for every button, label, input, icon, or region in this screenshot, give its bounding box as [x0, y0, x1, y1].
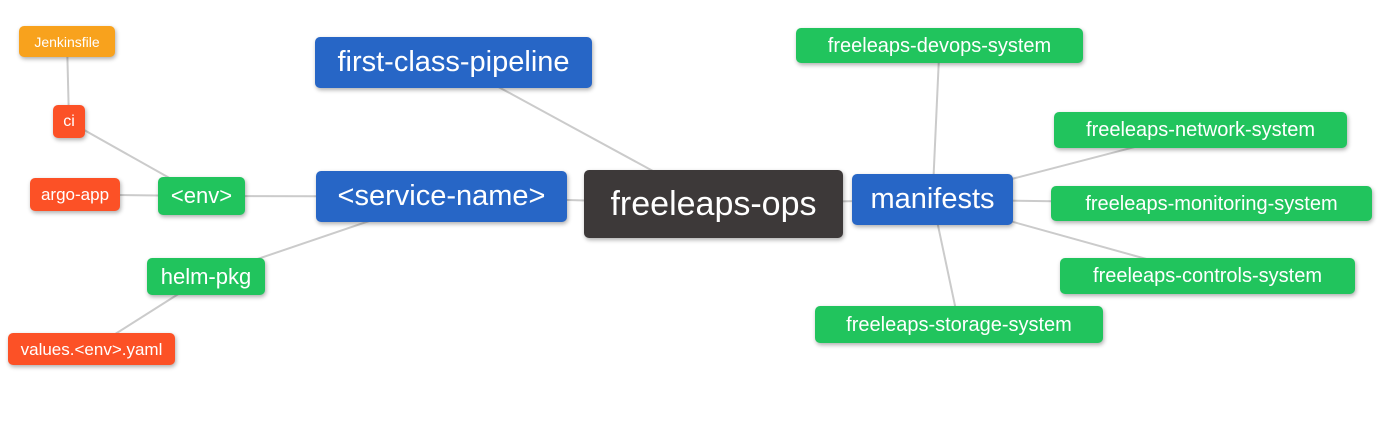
node-freeleaps-network-system[interactable]: freeleaps-network-system: [1054, 112, 1347, 148]
node-freeleaps-ops[interactable]: freeleaps-ops: [584, 170, 843, 238]
node-freeleaps-monitoring-system[interactable]: freeleaps-monitoring-system: [1051, 186, 1372, 221]
node-freeleaps-controls-system[interactable]: freeleaps-controls-system: [1060, 258, 1355, 294]
node-service-name[interactable]: <service-name>: [316, 171, 567, 222]
node-helm-pkg[interactable]: helm-pkg: [147, 258, 265, 295]
node-jenkinsfile[interactable]: Jenkinsfile: [19, 26, 115, 57]
node-first-class-pipeline[interactable]: first-class-pipeline: [315, 37, 592, 88]
node-manifests[interactable]: manifests: [852, 174, 1013, 225]
edge-manifests--freeleaps-devops-system: [931, 45, 941, 200]
node-freeleaps-storage-system[interactable]: freeleaps-storage-system: [815, 306, 1103, 343]
node-env[interactable]: <env>: [158, 177, 245, 215]
node-freeleaps-devops-system[interactable]: freeleaps-devops-system: [796, 28, 1083, 63]
node-argo-app[interactable]: argo-app: [30, 178, 120, 211]
node-values-env-yaml[interactable]: values.<env>.yaml: [8, 333, 175, 365]
node-ci[interactable]: ci: [53, 105, 85, 138]
